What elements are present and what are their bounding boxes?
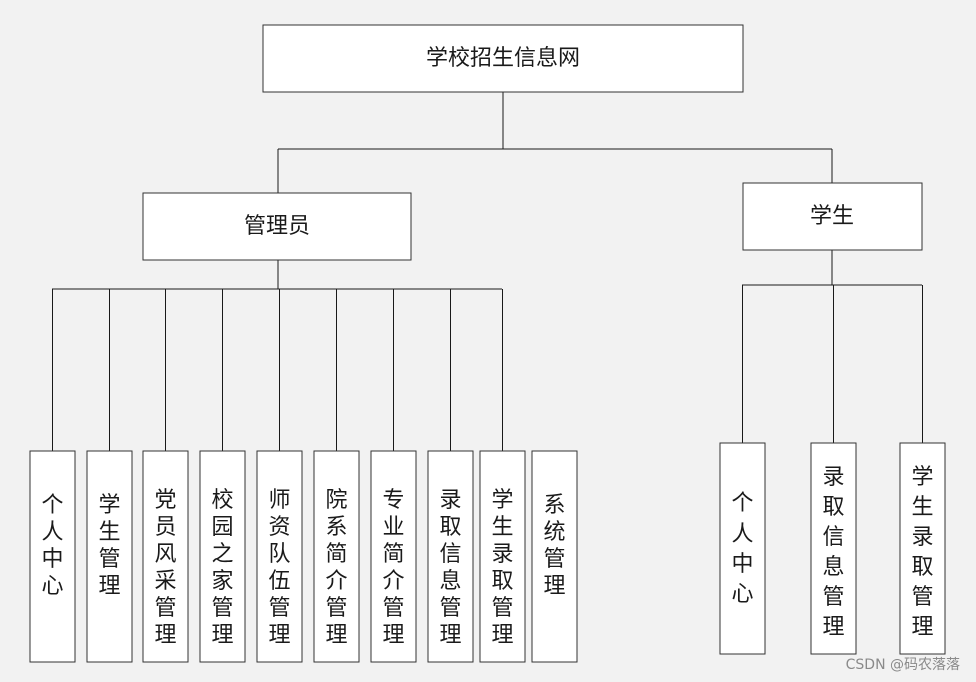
admin-child-node: 个人中心 bbox=[29, 450, 76, 663]
admin-child-label: 学生管理 bbox=[98, 493, 120, 599]
student-node: 学生 bbox=[742, 182, 923, 251]
student-node-box bbox=[742, 182, 923, 251]
admin-child-box bbox=[256, 450, 303, 663]
student-child-label: 录取信息管理 bbox=[822, 465, 844, 640]
admin-child-box bbox=[29, 450, 76, 663]
admin-node-label: 管理员 bbox=[244, 214, 310, 239]
admin-child-node: 学生管理 bbox=[86, 450, 133, 663]
student-children: 个人中心 录取信息管理 学生录取管理 bbox=[719, 442, 946, 655]
student-child-node: 学生录取管理 bbox=[899, 442, 946, 655]
admin-child-label: 专业简介管理 bbox=[382, 488, 404, 648]
student-child-label: 个人中心 bbox=[731, 491, 753, 607]
root-node-label: 学校招生信息网 bbox=[426, 46, 580, 71]
admin-child-box bbox=[479, 450, 526, 663]
admin-child-label: 党员风采管理 bbox=[154, 488, 176, 648]
admin-child-node: 专业简介管理 bbox=[370, 450, 417, 663]
admin-child-node: 校园之家管理 bbox=[199, 450, 246, 663]
student-child-box bbox=[719, 442, 766, 655]
student-child-node: 个人中心 bbox=[719, 442, 766, 655]
admin-child-label: 院系简介管理 bbox=[325, 488, 347, 648]
admin-child-node: 学生录取管理 bbox=[479, 450, 526, 663]
admin-child-label: 系统管理 bbox=[543, 493, 565, 599]
admin-child-label: 个人中心 bbox=[41, 493, 63, 599]
admin-child-box bbox=[86, 450, 133, 663]
watermark-text: CSDN @码农落落 bbox=[845, 657, 960, 673]
admin-child-label: 录取信息管理 bbox=[439, 488, 461, 648]
student-child-box bbox=[810, 442, 857, 655]
admin-child-box bbox=[531, 450, 578, 663]
admin-child-node: 院系简介管理 bbox=[313, 450, 360, 663]
admin-child-node: 系统管理 bbox=[531, 450, 578, 663]
admin-child-node: 录取信息管理 bbox=[427, 450, 474, 663]
admin-child-label: 校园之家管理 bbox=[211, 488, 233, 648]
admin-child-node: 党员风采管理 bbox=[142, 450, 189, 663]
student-node-label: 学生 bbox=[810, 204, 854, 229]
admin-node: 管理员 bbox=[142, 192, 412, 261]
admin-node-box bbox=[142, 192, 412, 261]
admin-child-box bbox=[427, 450, 474, 663]
root-node-box bbox=[262, 24, 744, 93]
root-node: 学校招生信息网 bbox=[262, 24, 744, 93]
admin-child-label: 师资队伍管理 bbox=[268, 488, 290, 648]
admin-child-box bbox=[142, 450, 189, 663]
admin-child-box bbox=[199, 450, 246, 663]
student-child-label: 学生录取管理 bbox=[911, 465, 933, 640]
admin-child-label: 学生录取管理 bbox=[491, 488, 513, 648]
admin-child-box bbox=[370, 450, 417, 663]
student-child-node: 录取信息管理 bbox=[810, 442, 857, 655]
admin-children: 个人中心 学生管理 党员风采管理 校园之家管理 师资队伍管理 院系简介管理 专业简介管理 录取… bbox=[29, 450, 578, 663]
connector-lines bbox=[52, 92, 923, 451]
admin-child-node: 师资队伍管理 bbox=[256, 450, 303, 663]
student-child-box bbox=[899, 442, 946, 655]
admin-child-box bbox=[313, 450, 360, 663]
